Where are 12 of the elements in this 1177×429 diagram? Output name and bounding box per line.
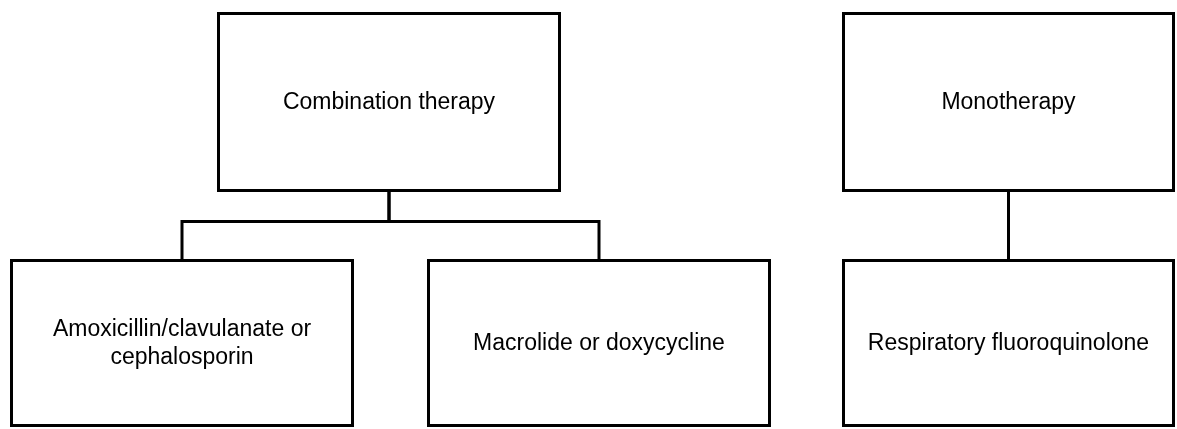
connector-line <box>387 192 601 259</box>
process-box <box>427 259 771 427</box>
connector-line <box>1007 192 1010 259</box>
process-box <box>217 12 561 192</box>
process-box <box>842 12 1175 192</box>
box-label: Macrolide or doxycycline <box>473 329 725 357</box>
process-box <box>842 259 1175 427</box>
box-label: Monotherapy <box>941 88 1076 116</box>
box-label: Combination therapy <box>282 88 496 116</box>
box-label: Respiratory fluoroquinolone <box>867 329 1150 357</box>
process-box <box>10 259 354 427</box>
box-label: Amoxicillin/clavulanate or cephalosporin <box>51 315 313 371</box>
